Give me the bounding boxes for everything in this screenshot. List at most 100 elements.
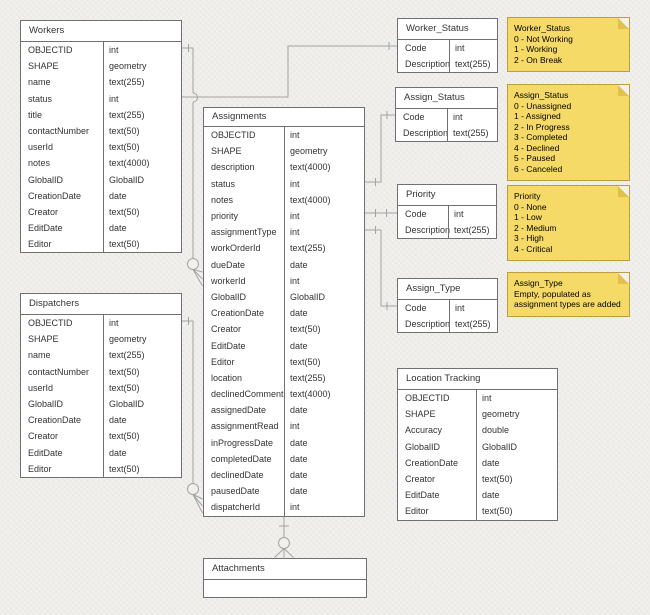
field-name: Accuracy: [405, 425, 443, 436]
field-row: CreationDate date: [21, 412, 181, 429]
entity-fields: Code int Description text(255): [396, 109, 497, 142]
entity-fields: OBJECTID int SHAPE geometry description …: [204, 127, 364, 516]
field-name: Creator: [211, 324, 242, 335]
field-type: text(255): [103, 347, 181, 364]
field-row: assignedDate date: [204, 402, 364, 419]
note-line: 2 - Medium: [514, 222, 557, 233]
field-type: text(255): [448, 222, 496, 239]
field-type: text(255): [449, 316, 497, 333]
field-name: description: [211, 162, 255, 173]
field-name: GlobalID: [405, 441, 441, 452]
field-type: geometry: [103, 331, 181, 348]
field-type: text(255): [103, 74, 181, 91]
field-row: Code int: [398, 300, 497, 317]
field-name: Description: [405, 225, 451, 236]
field-name: Code: [403, 112, 425, 123]
field-name: completedDate: [211, 453, 272, 464]
field-row: Description text(255): [398, 222, 496, 239]
field-type: text(255): [103, 106, 181, 123]
field-row: OBJECTID int: [21, 315, 181, 332]
field-row: Creator text(50): [398, 470, 557, 488]
field-name: CreationDate: [405, 457, 459, 468]
field-row: SHAPE geometry: [21, 331, 181, 348]
note-line: 0 - Unassigned: [514, 100, 572, 111]
entity-assign-type[interactable]: Assign_Type Code int Description text(25…: [397, 278, 498, 334]
cardinality-circle-attachments: [278, 537, 290, 549]
field-name: CreationDate: [28, 190, 82, 201]
note-lines: Empty, populated as assignment types are…: [514, 289, 623, 310]
note-line: 5 - Paused: [514, 153, 556, 163]
field-type: geometry: [476, 406, 557, 423]
entity-fields: Code int Description text(255): [398, 40, 497, 73]
note-title: Worker_Status: [514, 23, 571, 33]
field-row: Creator text(50): [21, 203, 181, 221]
field-name: GlobalID: [211, 291, 247, 302]
entity-title: Dispatchers: [21, 294, 181, 315]
field-type: date: [284, 434, 364, 451]
entity-workers[interactable]: Workers OBJECTID int SHAPE geometry name…: [20, 20, 182, 254]
note-line: 1 - Low: [514, 212, 542, 222]
field-name: assignmentRead: [211, 421, 279, 432]
empty-row: [204, 580, 366, 597]
entity-dispatchers[interactable]: Dispatchers OBJECTID int SHAPE geometry …: [20, 293, 182, 478]
field-type: int: [103, 90, 181, 107]
field-type: int: [284, 127, 364, 144]
entity-fields: OBJECTID int SHAPE geometry name text(25…: [21, 315, 181, 477]
connector-dispatchers-to-assignments-dispatcherid[interactable]: [182, 320, 194, 484]
field-name: declinedDate: [211, 470, 264, 481]
field-name: Creator: [405, 474, 436, 485]
field-name: Editor: [405, 506, 429, 517]
entity-assignments[interactable]: Assignments OBJECTID int SHAPE geometry …: [203, 107, 365, 517]
field-name: GlobalID: [28, 174, 64, 185]
note-assign-type[interactable]: Assign_Type Empty, populated as assignme…: [507, 272, 630, 317]
field-type: text(50): [103, 139, 181, 156]
field-name: Description: [405, 319, 451, 330]
field-row: Code int: [396, 109, 497, 126]
field-type: text(50): [103, 460, 181, 477]
field-type: text(255): [284, 369, 364, 386]
field-name: workOrderId: [211, 243, 261, 254]
connector-assignments-type-to-assign-type[interactable]: [365, 229, 397, 307]
entity-title: Assignments: [204, 108, 364, 127]
field-name: dispatcherId: [211, 502, 261, 513]
field-row: notes text(4000): [21, 155, 181, 172]
field-name: title: [28, 109, 43, 120]
field-name: notes: [28, 158, 51, 169]
field-row: completedDate date: [204, 450, 364, 467]
entity-fields: OBJECTID int SHAPE geometry Accuracy dou…: [398, 390, 557, 520]
entity-fields: OBJECTID int SHAPE geometry name text(25…: [21, 42, 181, 253]
connector-workers-to-assignments-workerid[interactable]: [182, 47, 194, 93]
entity-assign-status[interactable]: Assign_Status Code int Description text(…: [395, 87, 498, 143]
field-type: text(4000): [284, 386, 364, 403]
crow-foot-dispatcherid: [192, 494, 203, 514]
field-name: Description: [405, 59, 451, 70]
field-row: CreationDate date: [398, 454, 557, 471]
field-name: OBJECTID: [211, 130, 256, 141]
note-title: Priority: [514, 191, 541, 201]
cardinality-circle-dispatcherid: [187, 483, 199, 495]
connector-assignments-status-to-assign-status[interactable]: [365, 114, 395, 183]
field-type: date: [103, 187, 181, 204]
field-name: contactNumber: [28, 126, 90, 137]
field-row: Code int: [398, 206, 496, 223]
entity-attachments[interactable]: Attachments: [203, 558, 367, 598]
entity-title: Priority: [398, 185, 496, 206]
crow-foot-workerid: [192, 269, 203, 287]
entity-location-tracking[interactable]: Location Tracking OBJECTID int SHAPE geo…: [397, 368, 558, 521]
field-name: Editor: [28, 239, 52, 250]
field-row: name text(255): [21, 74, 181, 91]
entity-priority[interactable]: Priority Code int Description text(255): [397, 184, 497, 240]
field-type: int: [284, 207, 364, 225]
field-type: text(50): [103, 236, 181, 253]
entity-fields: Code int Description text(255): [398, 300, 497, 333]
field-type: date: [284, 305, 364, 322]
field-name: assignedDate: [211, 405, 267, 416]
connector-workers-status-to-worker-status[interactable]: [182, 45, 397, 98]
entity-worker-status[interactable]: Worker_Status Code int Description text(…: [397, 18, 498, 74]
